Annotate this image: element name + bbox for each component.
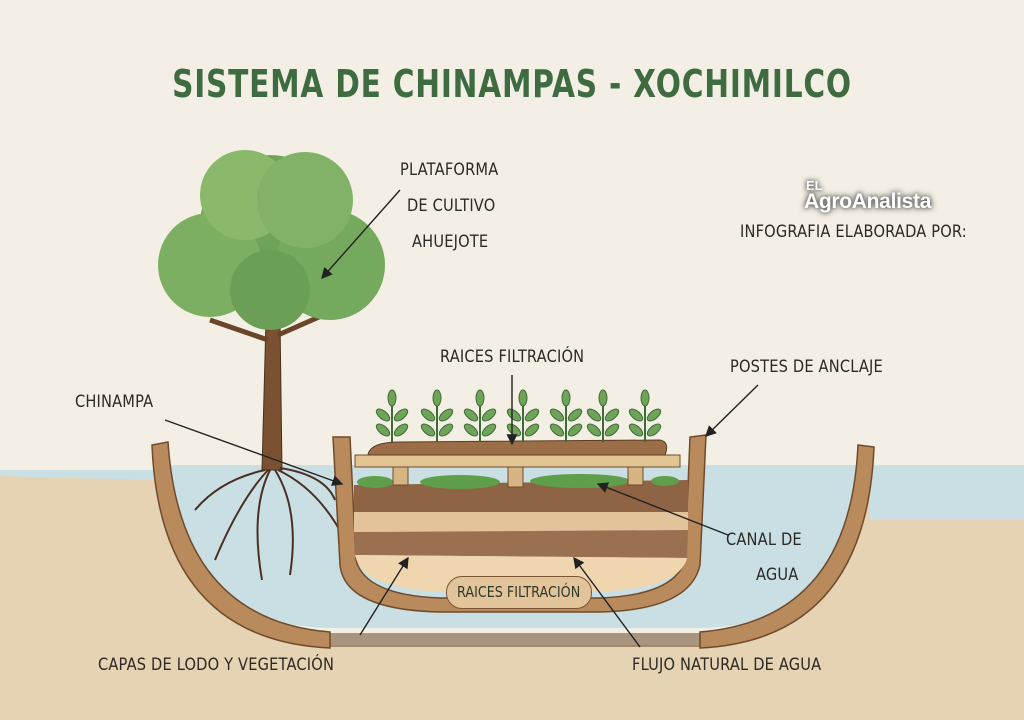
label-roots-bottom: RAICES FILTRACIÓN bbox=[457, 583, 581, 601]
crop-soil bbox=[367, 439, 668, 456]
plant bbox=[506, 389, 540, 442]
soil-layers bbox=[354, 480, 688, 592]
plant bbox=[463, 389, 497, 442]
label-layers: CAPAS DE LODO Y VEGETACIÓN bbox=[98, 655, 335, 675]
logo-name: AgroAnalista bbox=[804, 190, 932, 213]
platform-board bbox=[354, 454, 681, 468]
plant bbox=[375, 389, 409, 442]
label-flow: FLUJO NATURAL DE AGUA bbox=[632, 655, 822, 675]
label-chinampa: CHINAMPA bbox=[75, 392, 154, 412]
credit-text: INFOGRAFIA ELABORADA POR: bbox=[740, 222, 967, 242]
label-posts: POSTES DE ANCLAJE bbox=[730, 357, 883, 377]
label-canal-2: AGUA bbox=[756, 565, 799, 585]
plant bbox=[549, 389, 583, 442]
ground bbox=[0, 470, 1024, 720]
ahuejote-tree bbox=[158, 150, 385, 581]
crop-plants bbox=[375, 389, 662, 442]
logo-prefix: EL bbox=[806, 178, 823, 193]
plant bbox=[586, 389, 620, 442]
right-bank-post bbox=[699, 444, 875, 649]
platform-post bbox=[392, 464, 409, 486]
label-platform-3: AHUEJOTE bbox=[412, 232, 489, 252]
label-platform-2: DE CULTIVO bbox=[407, 196, 496, 216]
plant bbox=[628, 389, 662, 442]
page-title: SISTEMA DE CHINAMPAS - XOCHIMILCO bbox=[172, 62, 852, 106]
label-canal-1: CANAL DE bbox=[726, 530, 802, 550]
label-roots-top: RAICES FILTRACIÓN bbox=[440, 347, 585, 367]
platform-post bbox=[507, 464, 524, 488]
platform-post bbox=[627, 464, 644, 486]
label-platform-1: PLATAFORMA bbox=[400, 160, 499, 180]
plant bbox=[420, 389, 454, 442]
roots-filtration-badge: RAICES FILTRACIÓN bbox=[446, 576, 592, 609]
